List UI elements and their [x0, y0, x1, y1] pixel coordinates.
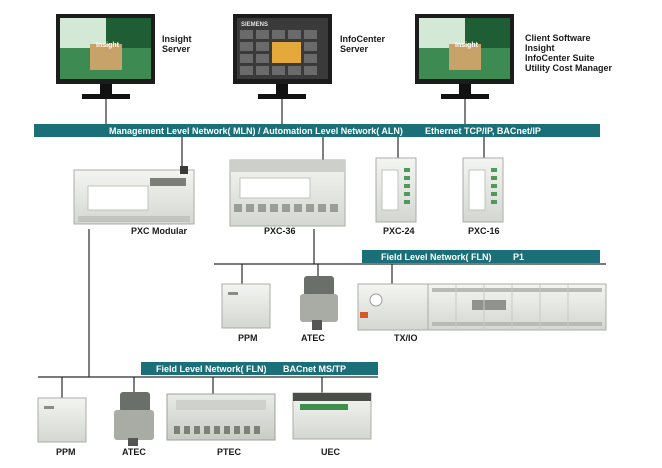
fln-bacnet-label: Field Level Network( FLN) — [156, 364, 267, 374]
client-software-line-3: InfoCenter Suite — [525, 53, 595, 63]
pxc-16-device — [462, 157, 504, 223]
fln-p1-label: Field Level Network( FLN) — [381, 252, 492, 262]
insight-server-monitor: Insight — [56, 14, 155, 99]
uec-device — [292, 392, 372, 440]
infocenter-server-monitor: SIEMENS — [233, 14, 332, 99]
pxc-36-device — [229, 159, 346, 227]
pxc-16-label: PXC-16 — [468, 226, 500, 236]
client-software-line-2: Insight — [525, 43, 555, 53]
pxc-modular-device — [73, 166, 195, 225]
ppm-upper-label: PPM — [238, 333, 258, 343]
insight-server-label: Insight Server — [162, 34, 192, 54]
pxc-24-device — [375, 157, 417, 223]
uec-label: UEC — [321, 447, 341, 457]
txio-device — [357, 283, 607, 331]
ppm-lower-device — [37, 397, 87, 443]
ptec-device — [166, 393, 276, 441]
insight-server-line-2: Server — [162, 44, 191, 54]
pxc-modular-label: PXC Modular — [131, 226, 188, 236]
atec-lower-device — [114, 392, 154, 446]
ppm-upper-device — [221, 283, 271, 329]
insight-server-line-1: Insight — [162, 34, 192, 44]
mln-protocol-label: Ethernet TCP/IP, BACnet/IP — [425, 126, 541, 136]
atec-upper-label: ATEC — [301, 333, 325, 343]
client-software-line-1: Client Software — [525, 33, 591, 43]
mln-network-bar: Management Level Network( MLN) / Automat… — [34, 124, 600, 137]
pxc-24-label: PXC-24 — [383, 226, 415, 236]
client-screen-logo: Insight — [455, 42, 479, 49]
insight-screen-logo: Insight — [96, 42, 120, 49]
mln-label: Management Level Network( MLN) / Automat… — [109, 126, 403, 136]
pxc-36-label: PXC-36 — [264, 226, 296, 236]
atec-lower-label: ATEC — [122, 447, 146, 457]
client-software-monitor: Insight — [415, 14, 514, 99]
infocenter-server-label: InfoCenter Server — [340, 34, 385, 54]
fln-bacnet-network-bar: Field Level Network( FLN) BACnet MS/TP — [141, 362, 378, 375]
fln-p1-protocol-label: P1 — [513, 252, 524, 262]
fln-bacnet-protocol-label: BACnet MS/TP — [283, 364, 346, 374]
fln-p1-network-bar: Field Level Network( FLN) P1 — [362, 250, 600, 263]
ptec-label: PTEC — [217, 447, 242, 457]
network-wiring — [38, 99, 606, 398]
client-software-line-4: Utility Cost Manager — [525, 63, 613, 73]
client-software-label: Client Software Insight InfoCenter Suite… — [525, 33, 612, 73]
txio-label: TX/IO — [394, 333, 418, 343]
ppm-lower-label: PPM — [56, 447, 76, 457]
siemens-screen-logo: SIEMENS — [241, 22, 268, 28]
infocenter-server-line-1: InfoCenter — [340, 34, 385, 44]
infocenter-server-line-2: Server — [340, 44, 369, 54]
atec-upper-device — [300, 276, 338, 330]
